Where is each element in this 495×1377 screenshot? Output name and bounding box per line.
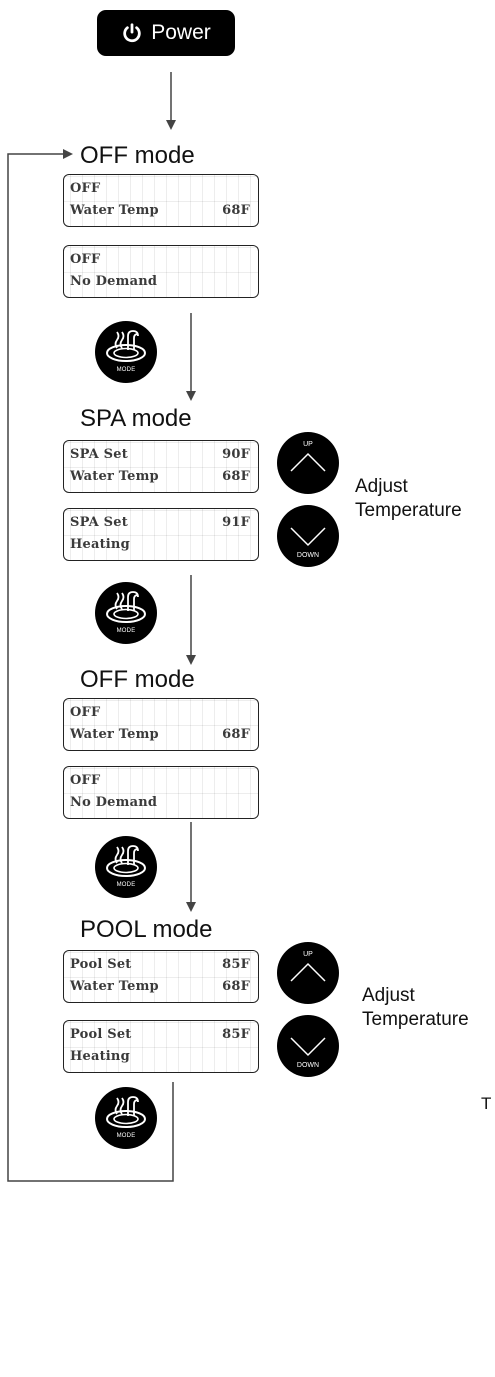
- section-title-off-1: OFF mode: [80, 142, 195, 169]
- power-button[interactable]: Power: [97, 10, 235, 56]
- mode-button-caption: MODE: [116, 1133, 136, 1139]
- up-button[interactable]: UP: [277, 432, 339, 494]
- section-title-spa: SPA mode: [80, 405, 192, 432]
- mode-button[interactable]: MODE: [95, 321, 157, 383]
- lcd-line2-label: Water Temp: [70, 469, 159, 484]
- spa-mode-icon: [106, 330, 146, 362]
- lcd-display: OFF Water Temp 68F: [63, 698, 259, 751]
- lcd-line2-label: No Demand: [70, 274, 158, 289]
- lcd-line2-value: 68F: [222, 979, 250, 994]
- chevron-up-icon: [290, 962, 326, 982]
- mode-button-caption: MODE: [116, 628, 136, 634]
- mode-button[interactable]: MODE: [95, 582, 157, 644]
- up-button-caption: UP: [303, 951, 313, 958]
- lcd-line2-label: No Demand: [70, 795, 158, 810]
- down-button[interactable]: DOWN: [277, 1015, 339, 1077]
- lcd-display: OFF No Demand: [63, 245, 259, 298]
- lcd-line2-value: 68F: [222, 727, 250, 742]
- lcd-line1-label: OFF: [70, 252, 101, 267]
- section-title-off-2: OFF mode: [80, 666, 195, 693]
- lcd-line1-value: 90F: [222, 447, 250, 462]
- power-button-label: Power: [151, 21, 211, 44]
- lcd-line1-label: SPA Set: [70, 447, 128, 462]
- truncated-text: T: [481, 1094, 492, 1113]
- lcd-line2-value: 68F: [222, 469, 250, 484]
- section-title-pool: POOL mode: [80, 916, 213, 943]
- lcd-line1-label: Pool Set: [70, 957, 132, 972]
- adjust-temperature-label: Adjust Temperature: [355, 476, 462, 521]
- mode-button-caption: MODE: [116, 367, 136, 373]
- chevron-down-icon: [290, 527, 326, 547]
- mode-button[interactable]: MODE: [95, 1087, 157, 1149]
- lcd-line2-value: 68F: [222, 203, 250, 218]
- lcd-display: SPA Set 91F Heating: [63, 508, 259, 561]
- down-button-caption: DOWN: [296, 1062, 320, 1069]
- lcd-line1-value: 85F: [222, 957, 250, 972]
- up-button[interactable]: UP: [277, 942, 339, 1004]
- lcd-line1-label: SPA Set: [70, 515, 128, 530]
- lcd-line1-value: 85F: [222, 1027, 250, 1042]
- lcd-line2-label: Water Temp: [70, 203, 159, 218]
- spa-mode-icon: [106, 591, 146, 623]
- down-button[interactable]: DOWN: [277, 505, 339, 567]
- lcd-line1-label: OFF: [70, 773, 101, 788]
- chevron-down-icon: [290, 1037, 326, 1057]
- chevron-up-icon: [290, 452, 326, 472]
- lcd-display: OFF Water Temp 68F: [63, 174, 259, 227]
- power-icon: [123, 23, 141, 43]
- lcd-line2-label: Heating: [70, 537, 130, 552]
- lcd-line2-label: Water Temp: [70, 979, 159, 994]
- mode-button-caption: MODE: [116, 882, 136, 888]
- lcd-line1-label: Pool Set: [70, 1027, 132, 1042]
- lcd-display: OFF No Demand: [63, 766, 259, 819]
- up-button-caption: UP: [303, 441, 313, 448]
- lcd-display: Pool Set 85F Water Temp 68F: [63, 950, 259, 1003]
- spa-mode-icon: [106, 845, 146, 877]
- loop-back-line: [7, 149, 174, 1182]
- lcd-line1-label: OFF: [70, 705, 101, 720]
- spa-mode-icon: [106, 1096, 146, 1128]
- mode-button[interactable]: MODE: [95, 836, 157, 898]
- lcd-display: Pool Set 85F Heating: [63, 1020, 259, 1073]
- lcd-display: SPA Set 90F Water Temp 68F: [63, 440, 259, 493]
- lcd-line2-label: Heating: [70, 1049, 130, 1064]
- down-button-caption: DOWN: [296, 552, 320, 559]
- lcd-line1-value: 91F: [222, 515, 250, 530]
- adjust-temperature-label: Adjust Temperature: [362, 985, 469, 1030]
- lcd-line2-label: Water Temp: [70, 727, 159, 742]
- lcd-line1-label: OFF: [70, 181, 101, 196]
